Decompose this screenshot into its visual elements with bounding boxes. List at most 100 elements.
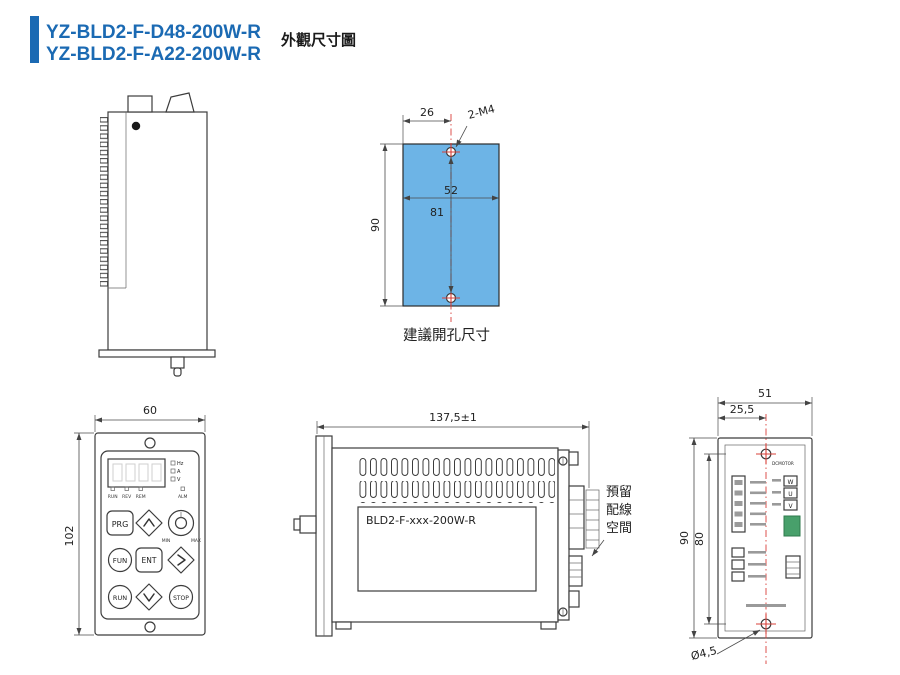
unit-led-box	[170, 476, 176, 482]
unit-label-hz: Hz	[177, 461, 184, 467]
label-bar	[772, 491, 781, 494]
small-connector-bottom	[568, 590, 580, 608]
knob-shaft	[299, 515, 317, 534]
run-button-label: RUN	[113, 594, 127, 602]
driver-body-outline	[107, 111, 208, 351]
ent-button	[135, 547, 163, 573]
fun-button	[107, 547, 133, 573]
shaft-base	[170, 356, 185, 369]
seven-segment-display	[107, 458, 166, 488]
run-button	[107, 584, 133, 610]
knob-shaft-tip	[293, 518, 301, 531]
status-led-box	[110, 486, 115, 491]
label-bar	[750, 491, 766, 495]
display-segment	[138, 463, 149, 482]
speed-knob	[167, 509, 195, 537]
rear-inner-outline	[724, 444, 806, 632]
wiring-note-arrow	[591, 539, 605, 557]
label-bar	[750, 512, 766, 516]
dim-rear-width: 51	[758, 387, 772, 400]
wiring-note-line2: 配線	[606, 502, 632, 517]
lower-connector	[568, 555, 583, 587]
label-bar	[746, 604, 786, 607]
chevron-up-icon	[143, 518, 155, 527]
up-arrow-button	[135, 509, 163, 537]
unit-led-box	[170, 468, 176, 474]
dim-bg	[428, 206, 446, 218]
accent-bar	[30, 16, 39, 63]
hole-leader-line	[716, 629, 761, 655]
main-connector	[568, 485, 585, 550]
status-led-box	[124, 486, 129, 491]
display-segment	[151, 463, 162, 482]
header: YZ-BLD2-F-D48-200W-R YZ-BLD2-F-A22-200W-…	[30, 16, 356, 65]
front-panel-view: Hz A V RUN REV REM ALM PRG MIN MAX FUN E…	[63, 404, 206, 636]
chevron-right-icon	[177, 554, 186, 566]
heatsink-fins	[100, 117, 108, 287]
rear-outline	[717, 437, 813, 639]
label-bar	[748, 563, 766, 566]
io-block	[731, 571, 745, 582]
nameplate	[357, 506, 537, 592]
rear-screw-top-icon	[756, 444, 776, 464]
terminal-label-u: U	[788, 491, 792, 498]
front-screw-bottom-icon	[144, 621, 156, 633]
label-bar	[748, 575, 766, 578]
front-screw-top-icon	[144, 437, 156, 449]
knob-max-label: MAX	[191, 538, 201, 544]
unit-label-a: A	[177, 469, 181, 475]
rear-screw-bottom-icon	[756, 614, 776, 634]
display-segment	[125, 463, 136, 482]
label-bar	[750, 481, 766, 484]
label-bar	[772, 479, 781, 482]
wiring-note-line3: 空間	[606, 520, 632, 535]
terminal-label-w: W	[788, 479, 794, 486]
display-segment	[112, 463, 123, 482]
vent-slats-row2	[358, 481, 555, 503]
io-block	[731, 547, 745, 558]
foot-right	[540, 621, 557, 630]
fun-button-label: FUN	[113, 557, 127, 565]
prg-button	[106, 510, 134, 536]
foot-left	[335, 621, 352, 630]
chevron-down-icon	[143, 593, 155, 602]
label-bar	[750, 502, 766, 505]
unit-label-v: V	[177, 477, 181, 483]
dim-hole-pitch-81: 81	[430, 206, 444, 219]
side-profile-view	[98, 92, 216, 377]
down-arrow-button	[135, 583, 163, 611]
dim-rear-hole-pitch: 80	[693, 532, 706, 546]
status-led-box	[138, 486, 143, 491]
knob-min-label: MIN	[162, 538, 171, 544]
dim-edge-to-hole: 26	[420, 106, 434, 119]
io-block	[731, 559, 745, 570]
motor-header-label: DCMOTOR	[772, 461, 794, 466]
label-bar	[772, 503, 781, 506]
cutout-view: 26 2-M4 52 81 90 建議開孔尺寸	[369, 102, 500, 344]
dim-rear-height: 90	[678, 531, 691, 545]
stop-button	[168, 584, 194, 610]
right-arrow-button	[167, 546, 195, 574]
unit-led-box	[170, 460, 176, 466]
led-label-run: RUN	[108, 494, 118, 500]
mating-plug-outline	[585, 489, 600, 549]
power-connector	[785, 555, 801, 579]
motor-terminal-block: W U V	[783, 475, 798, 511]
vent-slats-row1	[358, 456, 555, 478]
top-knob	[165, 92, 195, 113]
cutout-caption: 建議開孔尺寸	[403, 326, 490, 344]
led-label-alm: ALM	[178, 494, 188, 500]
status-led-box	[180, 486, 185, 491]
top-connector	[127, 95, 153, 113]
mounting-flange	[98, 349, 216, 358]
dim-height-90: 90	[369, 218, 382, 232]
side-depth-view: BLD2-F-xxx-200W-R	[293, 411, 632, 637]
dim-hole-dia: Ø4,5	[690, 644, 719, 663]
ent-button-label: ENT	[142, 556, 157, 565]
dim-rear-half-width: 25,5	[730, 403, 755, 416]
nameplate-model-label: BLD2-F-xxx-200W-R	[366, 514, 476, 527]
small-connector-top	[568, 451, 579, 466]
indicator-dot	[131, 121, 141, 131]
shaft-tip	[173, 367, 182, 377]
